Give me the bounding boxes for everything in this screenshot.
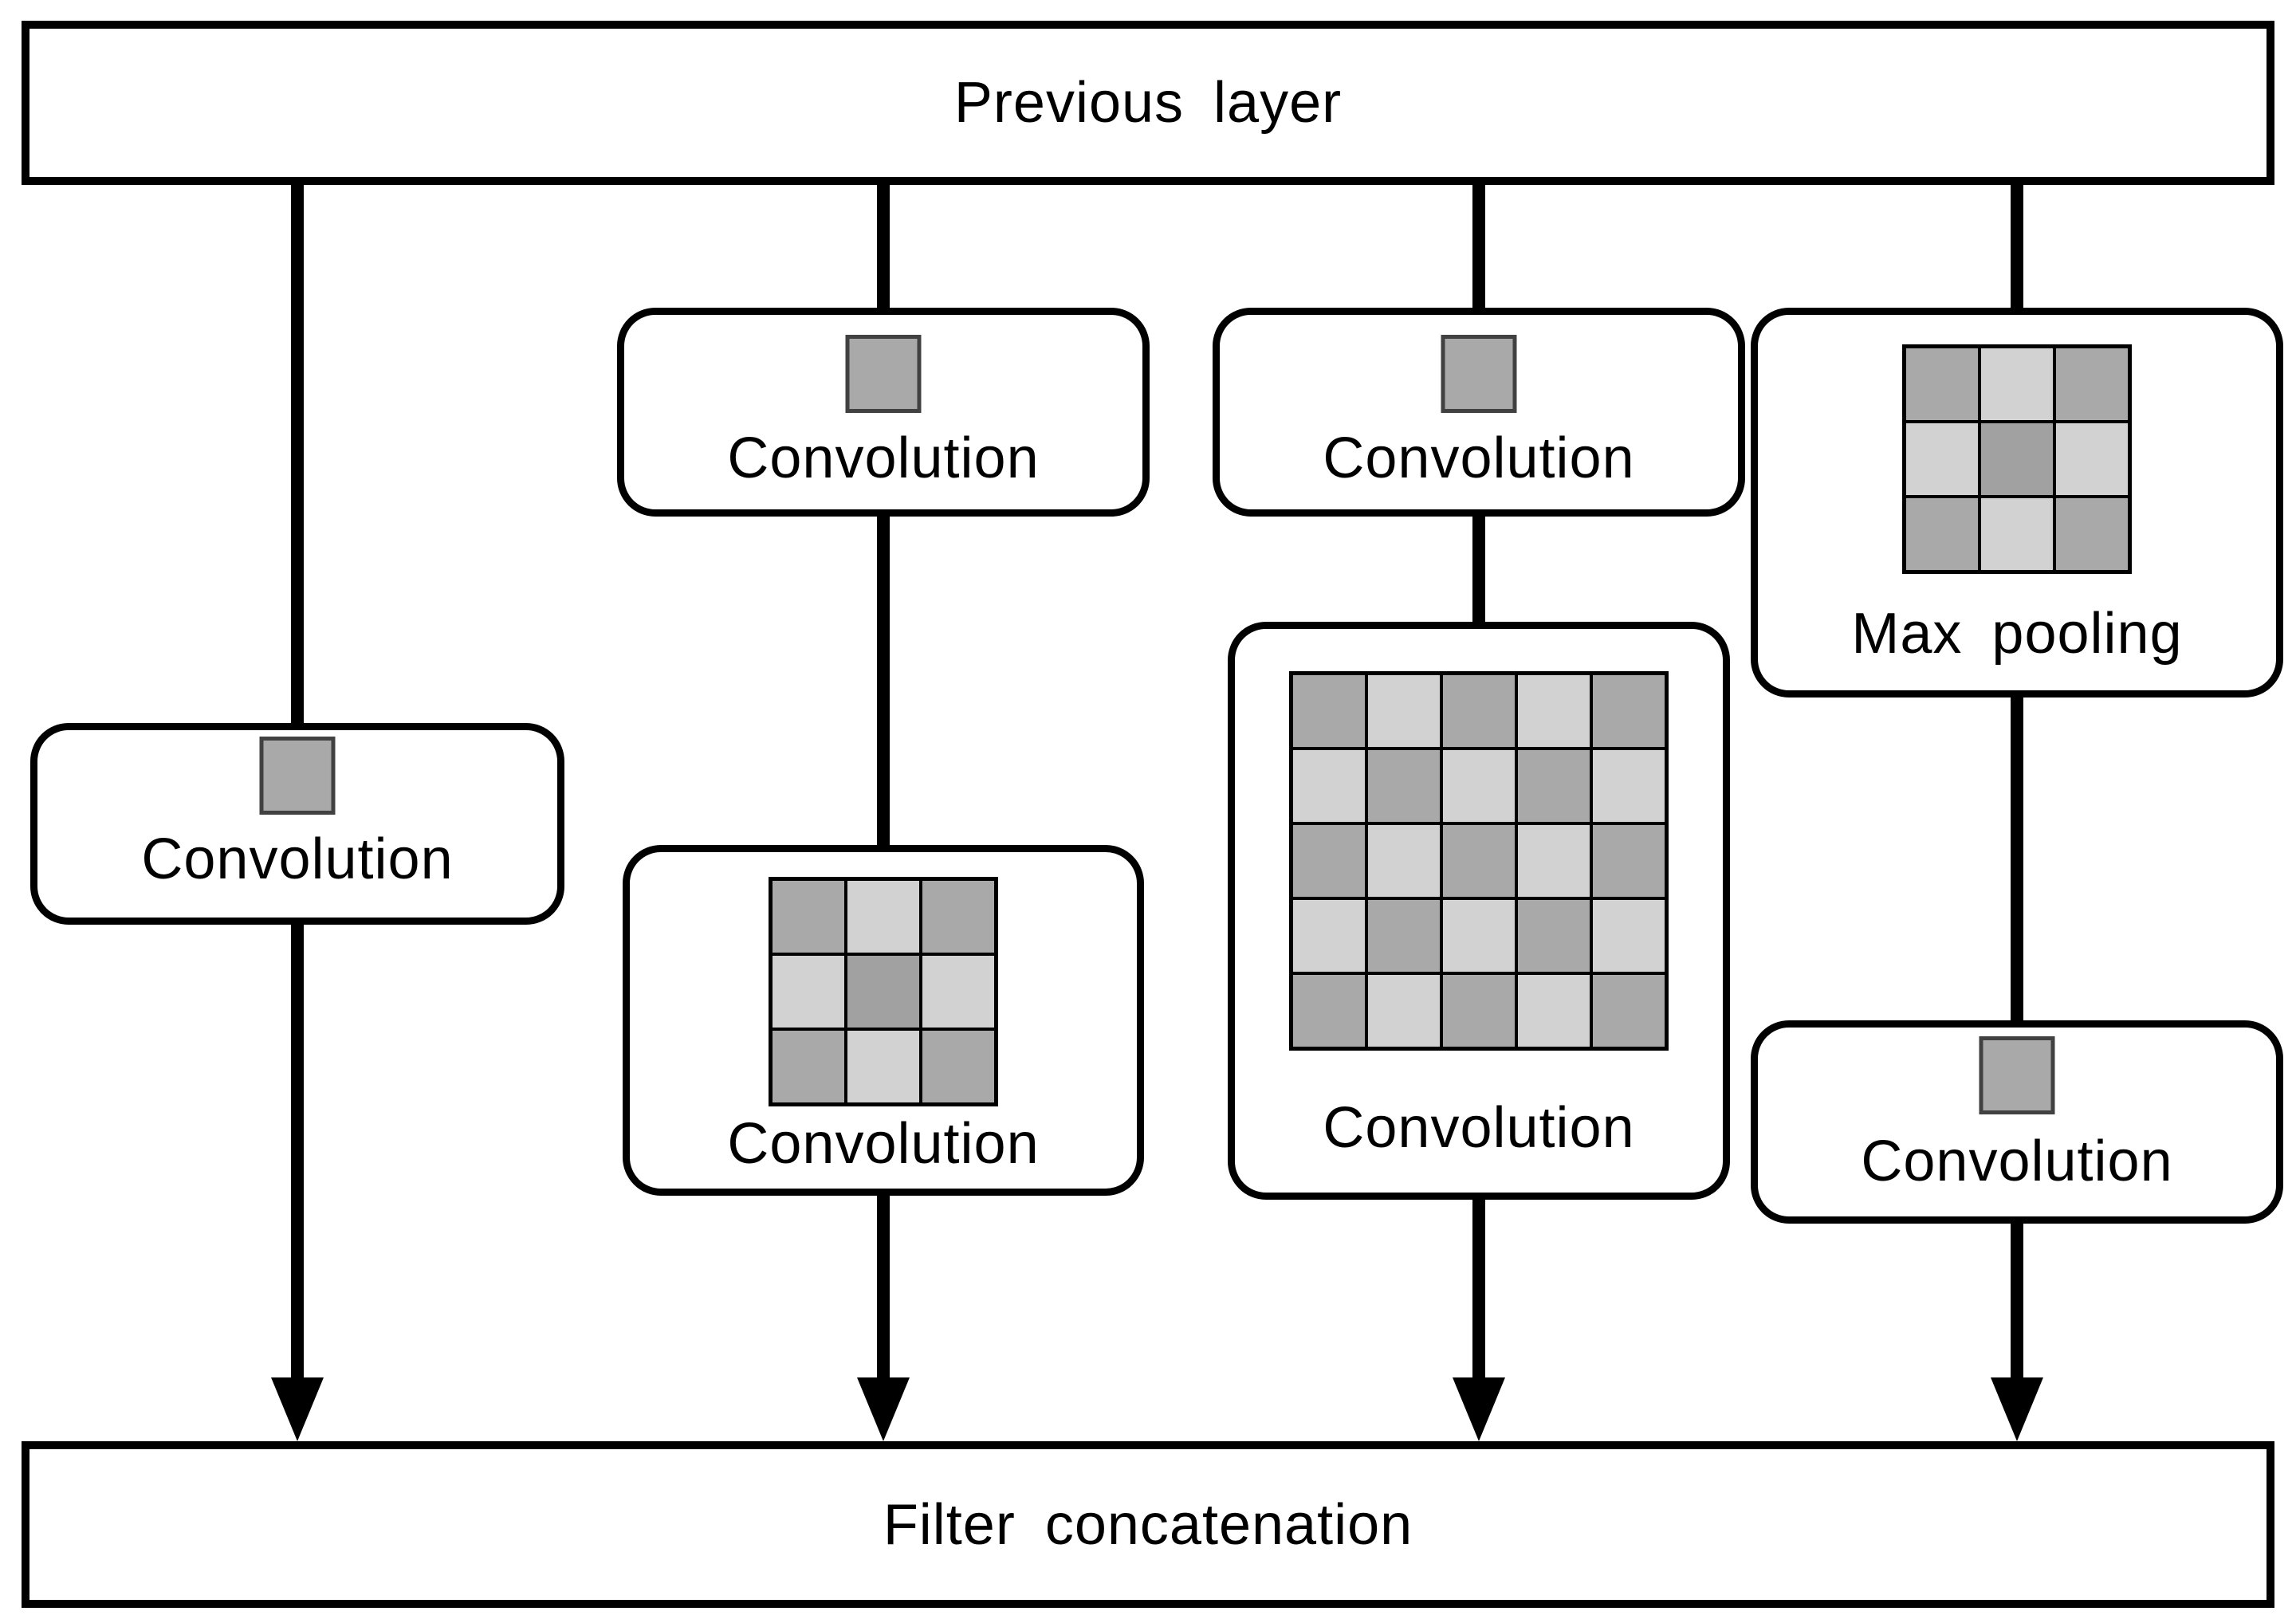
- grid-cell: [1516, 749, 1591, 823]
- previous-layer-label: Previous layer: [953, 71, 1343, 135]
- grid-cell: [1292, 749, 1366, 823]
- branch3-connector-bottom: [1472, 1200, 1485, 1382]
- grid-cell: [1516, 823, 1591, 898]
- branch4-arrowhead: [1991, 1377, 2043, 1441]
- grid-cell: [1905, 497, 1980, 572]
- grid-cell: [1441, 973, 1516, 1048]
- convolution-1x1-box-branch2: Convolution: [617, 308, 1150, 517]
- grid-cell: [1516, 898, 1591, 973]
- grid-cell: [2054, 422, 2129, 497]
- branch2-connector-middle: [877, 517, 890, 845]
- grid-cell: [1366, 823, 1441, 898]
- grid-cell: [771, 879, 846, 954]
- grid-cell: [846, 1029, 921, 1104]
- grid-cell: [1591, 898, 1666, 973]
- convolution-3x3-box: Convolution: [623, 845, 1144, 1196]
- convolution-5x5-box: Convolution: [1228, 622, 1730, 1200]
- grid-cell: [1980, 497, 2054, 572]
- grid-cell: [1441, 823, 1516, 898]
- grid-cell: [1591, 674, 1666, 749]
- grid-cell: [921, 879, 996, 954]
- grid-cell: [1366, 674, 1441, 749]
- branch2-connector-bottom: [877, 1196, 890, 1382]
- pooling-3x3-grid: [1902, 344, 2132, 574]
- branch1-connector-bottom: [291, 925, 304, 1382]
- kernel-1x1-square: [845, 335, 922, 413]
- grid-cell: [1292, 973, 1366, 1048]
- grid-cell: [2054, 497, 2129, 572]
- branch3-connector-middle: [1472, 517, 1485, 622]
- max-pooling-box: Max pooling: [1751, 308, 2283, 698]
- convolution-1x1-box-branch4: Convolution: [1751, 1020, 2283, 1224]
- grid-cell: [921, 954, 996, 1029]
- grid-cell: [1905, 347, 1980, 422]
- grid-cell: [1441, 749, 1516, 823]
- grid-cell: [1441, 674, 1516, 749]
- grid-cell: [1292, 823, 1366, 898]
- branch1-arrowhead: [271, 1377, 324, 1441]
- convolution-label: Convolution: [1861, 1130, 2173, 1193]
- branch4-connector-top: [2011, 185, 2023, 308]
- convolution-label: Convolution: [727, 1112, 1040, 1176]
- convolution-label: Convolution: [1323, 1096, 1635, 1160]
- convolution-1x1-box-branch3: Convolution: [1213, 308, 1745, 517]
- kernel-1x1-square: [1979, 1036, 2055, 1114]
- grid-cell: [846, 954, 921, 1029]
- kernel-1x1-square: [1441, 335, 1517, 413]
- filter-concatenation-label: Filter concatenation: [883, 1492, 1413, 1557]
- grid-cell: [2054, 347, 2129, 422]
- grid-cell: [1366, 749, 1441, 823]
- branch1-connector-top: [291, 185, 304, 723]
- grid-cell: [1516, 674, 1591, 749]
- grid-cell: [1980, 422, 2054, 497]
- branch2-arrowhead: [857, 1377, 910, 1441]
- kernel-5x5-grid: [1289, 671, 1669, 1051]
- grid-cell: [1980, 347, 2054, 422]
- kernel-1x1-square: [259, 737, 336, 815]
- convolution-label: Convolution: [141, 827, 454, 891]
- grid-cell: [1905, 422, 1980, 497]
- branch4-connector-bottom: [2011, 1224, 2023, 1382]
- grid-cell: [1292, 898, 1366, 973]
- grid-cell: [1516, 973, 1591, 1048]
- max-pooling-label: Max pooling: [1851, 602, 2183, 666]
- grid-cell: [1366, 898, 1441, 973]
- previous-layer-box: Previous layer: [22, 21, 2274, 185]
- branch3-connector-top: [1472, 185, 1485, 308]
- grid-cell: [1292, 674, 1366, 749]
- kernel-3x3-grid: [769, 877, 998, 1106]
- branch4-connector-middle: [2011, 698, 2023, 1020]
- filter-concatenation-box: Filter concatenation: [22, 1441, 2274, 1608]
- grid-cell: [1591, 823, 1666, 898]
- grid-cell: [1441, 898, 1516, 973]
- grid-cell: [771, 954, 846, 1029]
- branch3-arrowhead: [1453, 1377, 1505, 1441]
- grid-cell: [1591, 749, 1666, 823]
- convolution-label: Convolution: [727, 426, 1040, 490]
- grid-cell: [1591, 973, 1666, 1048]
- grid-cell: [846, 879, 921, 954]
- grid-cell: [771, 1029, 846, 1104]
- convolution-1x1-box-branch1: Convolution: [30, 723, 564, 925]
- grid-cell: [1366, 973, 1441, 1048]
- grid-cell: [921, 1029, 996, 1104]
- convolution-label: Convolution: [1323, 426, 1635, 490]
- branch2-connector-top: [877, 185, 890, 308]
